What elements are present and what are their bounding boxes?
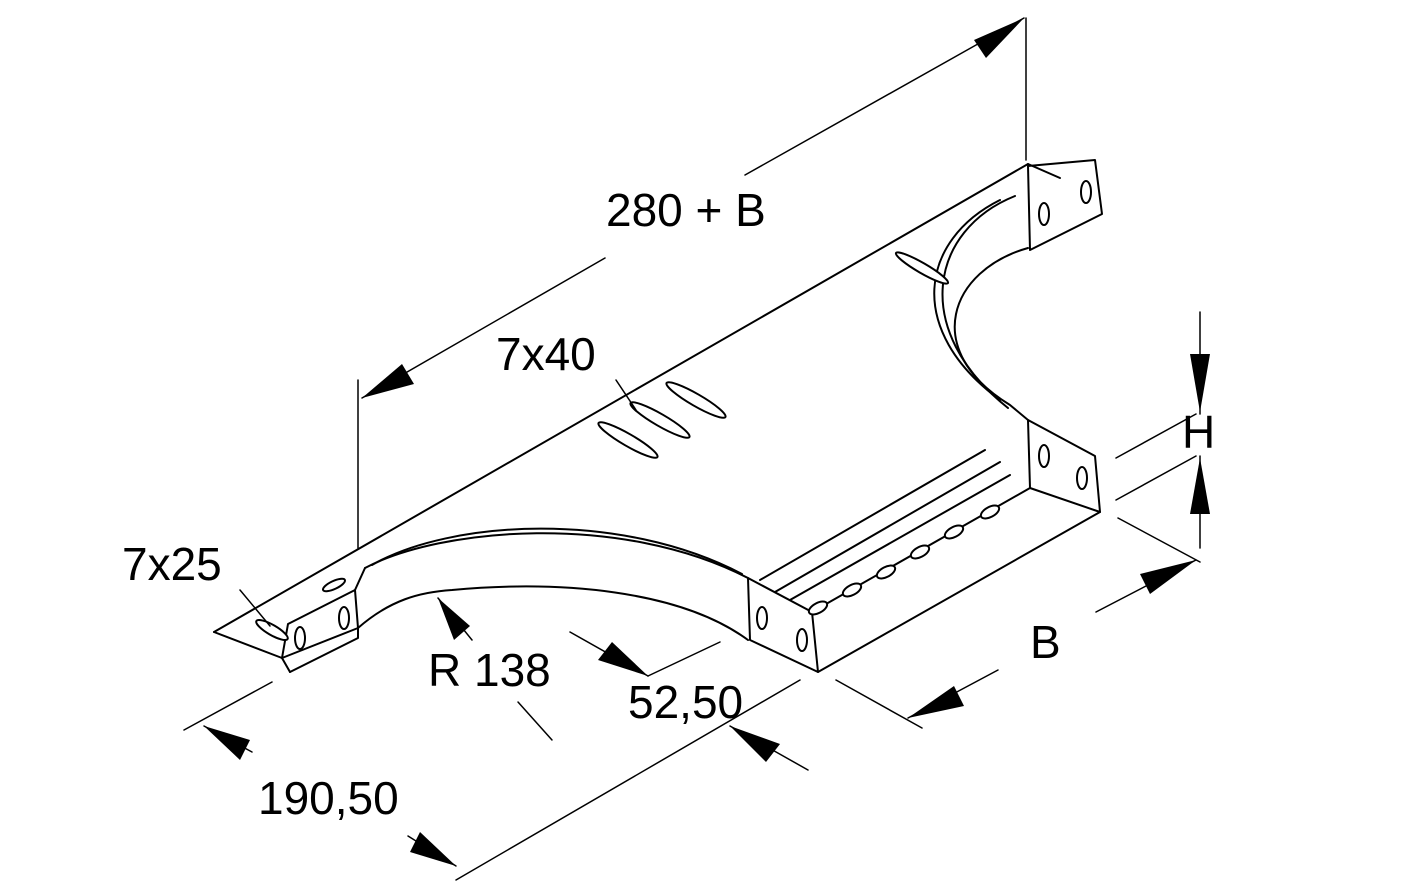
dim-slot-large-label: 7x40 — [496, 328, 596, 380]
arrow-h-top — [1190, 354, 1210, 412]
slot-base-2 — [841, 582, 863, 598]
dim-radius-label: R 138 — [428, 644, 551, 696]
dim-height-label: H — [1182, 406, 1215, 458]
dim-offset-label: 52,50 — [628, 676, 743, 728]
slot-7x25-1 — [255, 619, 289, 641]
arrow-5250-left — [598, 642, 648, 676]
dim-width-label: B — [1030, 616, 1061, 668]
slots — [255, 180, 1092, 652]
slot-base-1 — [807, 600, 829, 616]
arrow-radius — [438, 598, 470, 640]
dim-length-label: 280 + B — [606, 184, 766, 236]
arrow-h-bottom — [1190, 458, 1210, 514]
slot-flange-4 — [796, 628, 808, 652]
dim-width-left-label: 190,50 — [258, 772, 399, 824]
arrow-190-left — [204, 726, 250, 760]
slot-flange-1 — [294, 626, 306, 650]
slot-7x40-3 — [665, 381, 727, 419]
arrow-5250-right — [730, 726, 780, 762]
slot-flange-2 — [338, 606, 350, 630]
slot-flange-7 — [1038, 202, 1050, 226]
dimension-labels: 280 + B 7x40 7x25 R 138 52,50 190,50 B H — [122, 184, 1215, 824]
arrow-190-right — [410, 832, 456, 866]
dimension-lines — [183, 17, 1210, 881]
slot-flange-3 — [756, 606, 768, 630]
slot-flange-5 — [1038, 444, 1050, 468]
slot-base-6 — [979, 504, 1001, 520]
slot-7x25-2 — [321, 577, 347, 593]
slot-flange-8 — [1080, 180, 1092, 204]
arrow-b-left — [908, 686, 964, 718]
slot-base-5 — [943, 524, 965, 540]
slot-7x40-1 — [597, 421, 659, 459]
arrow-b-right — [1140, 560, 1196, 594]
slot-base-4 — [909, 544, 931, 560]
slot-7x40-2 — [629, 401, 691, 439]
arrow-280-left — [362, 364, 414, 398]
slot-flange-6 — [1076, 466, 1088, 490]
arrow-280-right — [974, 18, 1024, 58]
slot-base-3 — [875, 564, 897, 580]
dim-slot-small-label: 7x25 — [122, 538, 222, 590]
slot-7x40-4 — [894, 251, 950, 285]
